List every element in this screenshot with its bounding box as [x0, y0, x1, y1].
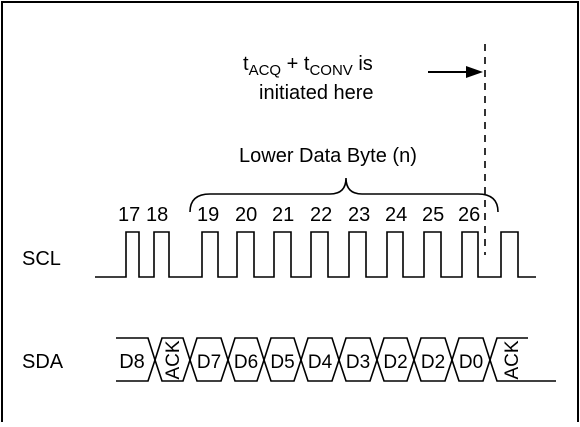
clock-number: 19: [197, 204, 219, 226]
sda-bit-label: D2: [383, 352, 407, 373]
lower-data-byte-brace: [189, 177, 499, 213]
sda-bit-label: D4: [308, 352, 333, 373]
sda-bit-label: D7: [197, 352, 221, 373]
scl-waveform: [95, 231, 536, 278]
conversion-start-label: tACQ + tCONV is: [243, 53, 373, 79]
clock-number: 26: [458, 204, 480, 226]
clock-number: 20: [235, 204, 257, 226]
scl-label: SCL: [22, 248, 61, 270]
sda-bit-label: D0: [459, 352, 483, 373]
arrow-head-icon: [466, 66, 483, 78]
clock-number: 21: [272, 204, 294, 226]
clock-number: 17: [118, 204, 140, 226]
sda-bit-label: D8: [119, 351, 145, 373]
sda-ack-label: ACK: [163, 340, 184, 379]
sda-cell-ack: [489, 337, 528, 361]
conversion-start-label-line2: initiated here: [259, 82, 374, 104]
brace-label: Lower Data Byte (n): [239, 145, 417, 167]
clock-number-group: 17 18 19 20 21 22 23 24 25 26: [118, 204, 480, 226]
clock-number: 22: [310, 204, 332, 226]
clock-number: 18: [146, 204, 168, 226]
sda-bit-label: D2: [421, 352, 445, 373]
sda-waveform: D8 ACK D7 D6 D5 D4 D3 D2 D2 D0 ACK: [116, 337, 556, 382]
sda-bit-label: D6: [234, 352, 258, 373]
sda-ack-label: ACK: [502, 340, 523, 379]
clock-number: 24: [385, 204, 407, 226]
sda-line-end: [489, 359, 556, 382]
sda-bit-label: D5: [270, 352, 294, 373]
clock-number: 25: [422, 204, 444, 226]
clock-number: 23: [348, 204, 370, 226]
sda-label: SDA: [22, 351, 64, 373]
sda-bit-label: D3: [346, 352, 370, 373]
